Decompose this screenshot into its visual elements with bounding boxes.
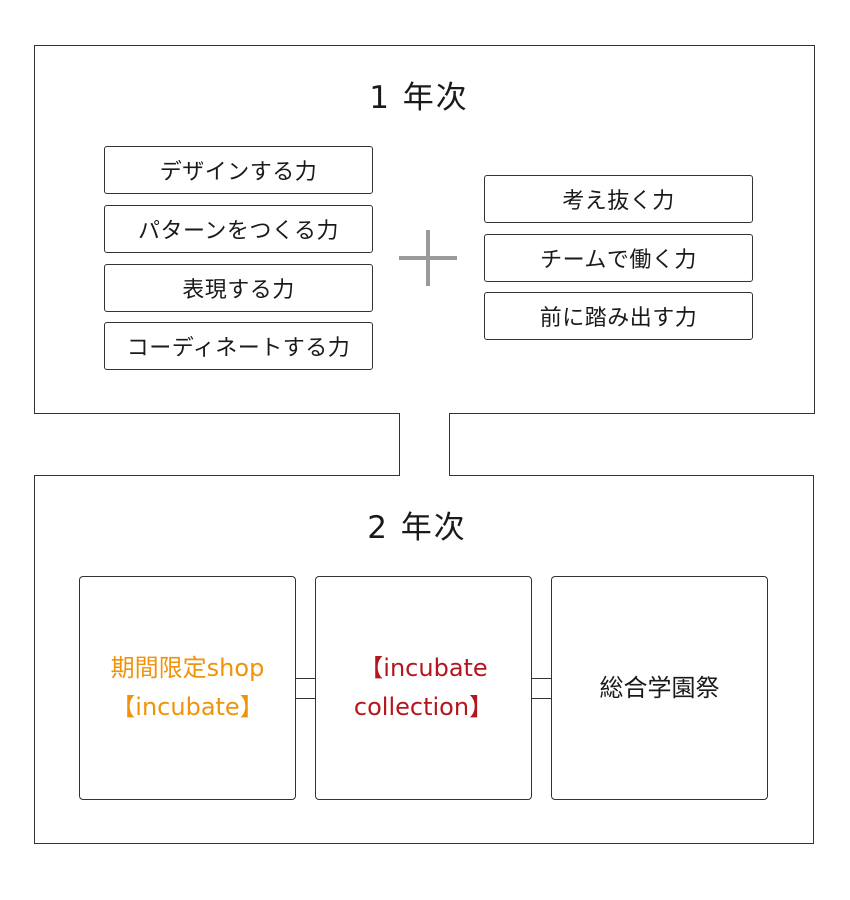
skill-pattern: パターンをつくる力 bbox=[104, 205, 373, 253]
event-box-school-festival: 総合学園祭 bbox=[551, 576, 768, 800]
connector-join bbox=[400, 474, 449, 477]
link-shop-collection-bottom bbox=[296, 698, 315, 699]
event-festival-line1: 総合学園祭 bbox=[599, 673, 720, 702]
year1-title: 1 年次 bbox=[369, 80, 469, 116]
connector-gap bbox=[400, 412, 449, 478]
connector-left-line bbox=[399, 413, 400, 476]
year2-title: 2 年次 bbox=[367, 510, 467, 546]
skill-teamwork: チームで働く力 bbox=[484, 234, 753, 282]
event-shop-line1: 期間限定shop bbox=[110, 654, 265, 682]
event-shop-line2: 【incubate】 bbox=[111, 693, 264, 721]
skill-design: デザインする力 bbox=[104, 146, 373, 194]
link-shop-collection-top bbox=[296, 678, 315, 679]
event-collection-line2: collection】 bbox=[353, 693, 494, 721]
skill-think: 考え抜く力 bbox=[484, 175, 753, 223]
connector-right-line bbox=[449, 413, 450, 476]
skill-coordinate: コーディネートする力 bbox=[104, 322, 373, 370]
skill-expression: 表現する力 bbox=[104, 264, 373, 312]
link-collection-festival-bottom bbox=[532, 698, 551, 699]
plus-vertical-bar bbox=[426, 230, 430, 286]
skill-step-forward: 前に踏み出す力 bbox=[484, 292, 753, 340]
event-box-incubate-collection: 【incubate collection】 bbox=[315, 576, 532, 800]
event-collection-line1: 【incubate bbox=[359, 654, 488, 682]
link-collection-festival-top bbox=[532, 678, 551, 679]
event-box-limited-shop: 期間限定shop 【incubate】 bbox=[79, 576, 296, 800]
connector-join-top bbox=[400, 411, 449, 415]
